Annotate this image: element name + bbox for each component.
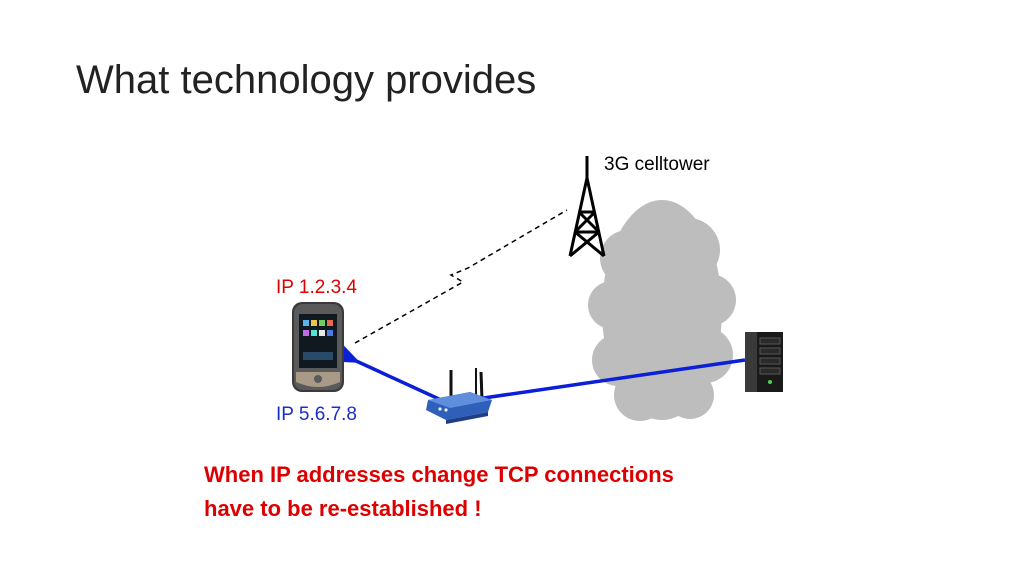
ip-cellular-label: IP 1.2.3.4 bbox=[276, 277, 357, 298]
internet-cloud-icon bbox=[588, 200, 736, 421]
ip-wifi-label: IP 5.6.7.8 bbox=[276, 404, 357, 425]
smartphone-icon bbox=[292, 302, 344, 392]
slide-title: What technology provides bbox=[76, 58, 537, 102]
wifi-router-icon bbox=[426, 368, 492, 424]
server-icon bbox=[745, 332, 783, 392]
wifi-link bbox=[322, 335, 746, 407]
warning-line-1: When IP addresses change TCP connections bbox=[204, 462, 674, 487]
warning-line-2: have to be re-established ! bbox=[204, 496, 482, 521]
warning-text: When IP addresses change TCP connections… bbox=[204, 458, 674, 526]
cellular-link bbox=[354, 209, 568, 344]
tower-label: 3G celltower bbox=[604, 154, 710, 175]
cell-tower-icon bbox=[568, 156, 606, 258]
